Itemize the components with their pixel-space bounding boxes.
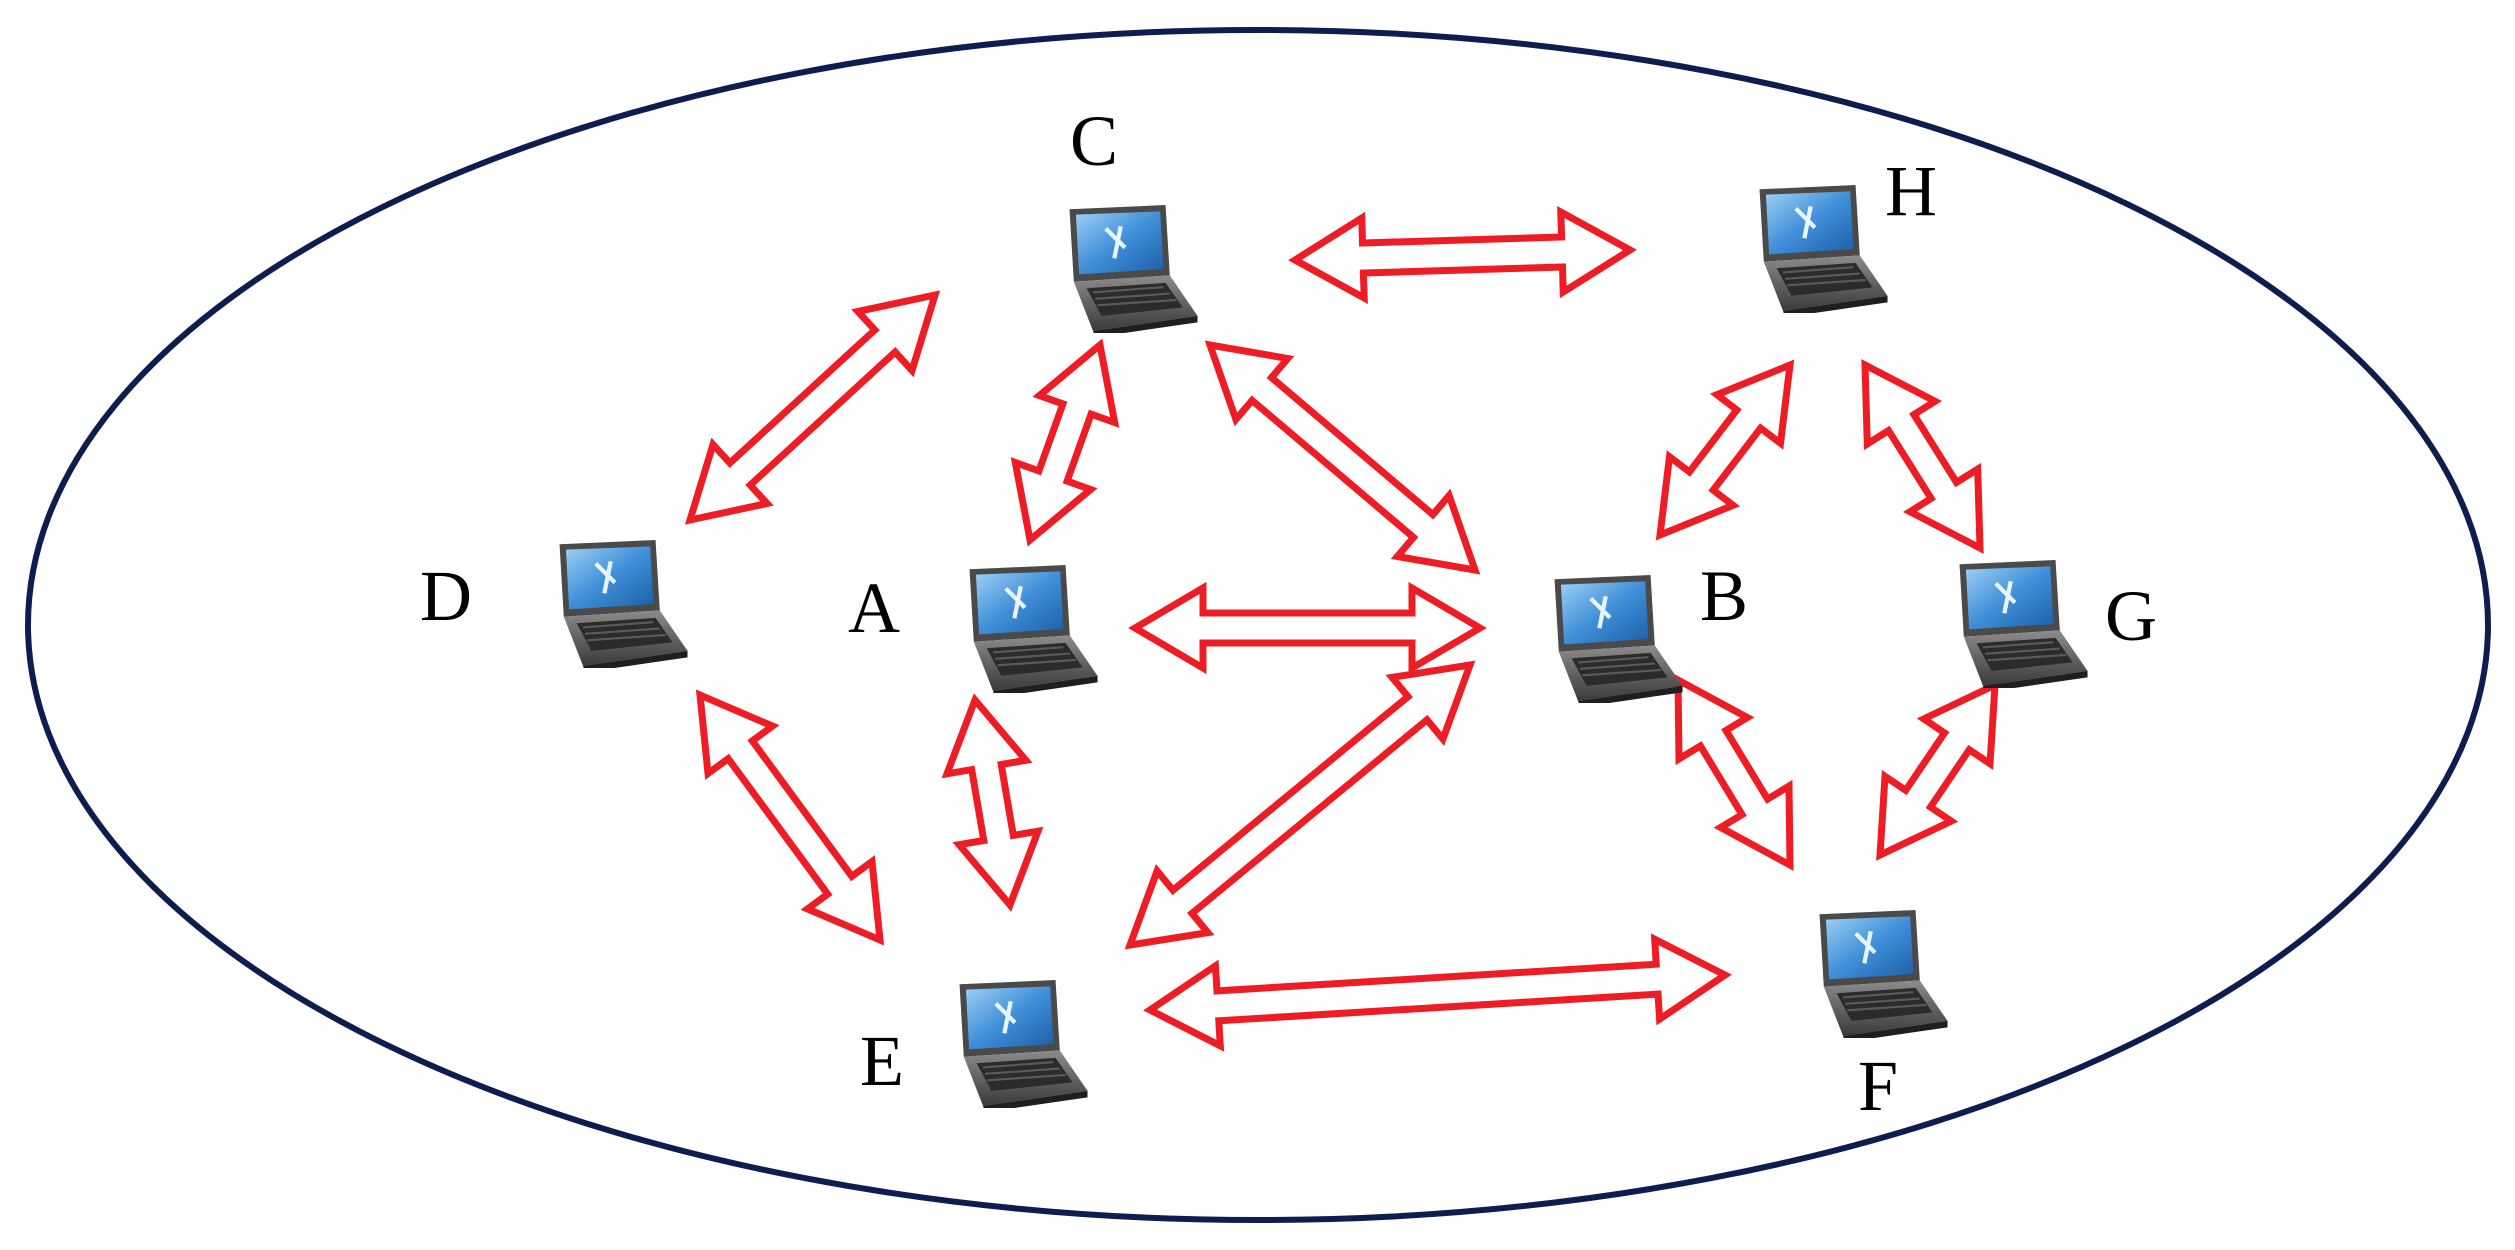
node-label-A: A <box>848 568 900 648</box>
link-arrow-A-E <box>941 693 1044 912</box>
node-F[interactable]: F <box>1820 910 1948 1126</box>
node-H[interactable]: H <box>1760 151 1937 317</box>
node-label-G: G <box>2105 576 2157 656</box>
laptop-icon <box>960 980 1088 1112</box>
link-arrow-C-H <box>1288 205 1637 305</box>
laptop-icon <box>560 540 688 672</box>
node-E[interactable]: E <box>860 980 1088 1112</box>
link-arrow-H-G <box>1861 359 1984 554</box>
link-arrow-H-B <box>1655 359 1795 541</box>
node-label-E: E <box>860 1021 904 1101</box>
node-A[interactable]: A <box>848 565 1098 697</box>
link-arrow-C-B <box>1204 340 1481 575</box>
laptop-icon <box>1760 185 1888 317</box>
link-arrow-D-C <box>684 290 941 525</box>
node-G[interactable]: G <box>1960 560 2157 692</box>
node-D[interactable]: D <box>420 540 688 672</box>
node-label-F: F <box>1858 1046 1898 1126</box>
node-C[interactable]: C <box>1070 101 1198 337</box>
link-arrow-A-B <box>1128 581 1487 675</box>
link-arrow-D-E <box>695 689 885 946</box>
link-arrow-B-F <box>1674 674 1794 871</box>
link-arrow-B-E <box>1124 660 1476 950</box>
link-arrow-E-F <box>1143 933 1732 1052</box>
node-label-D: D <box>420 556 472 636</box>
network-boundary <box>25 27 2491 1223</box>
laptop-icon <box>1070 205 1198 337</box>
laptop-icon <box>970 565 1098 697</box>
connection-arrows <box>684 205 1999 1052</box>
link-arrow-C-A <box>1010 338 1120 547</box>
node-label-H: H <box>1885 151 1937 231</box>
laptop-icon <box>1960 560 2088 692</box>
node-label-B: B <box>1700 556 1748 636</box>
laptop-icon <box>1555 575 1683 707</box>
node-label-C: C <box>1070 101 1118 181</box>
node-B[interactable]: B <box>1555 556 1748 707</box>
link-arrow-G-F <box>1876 679 1999 861</box>
laptop-icon <box>1820 910 1948 1042</box>
